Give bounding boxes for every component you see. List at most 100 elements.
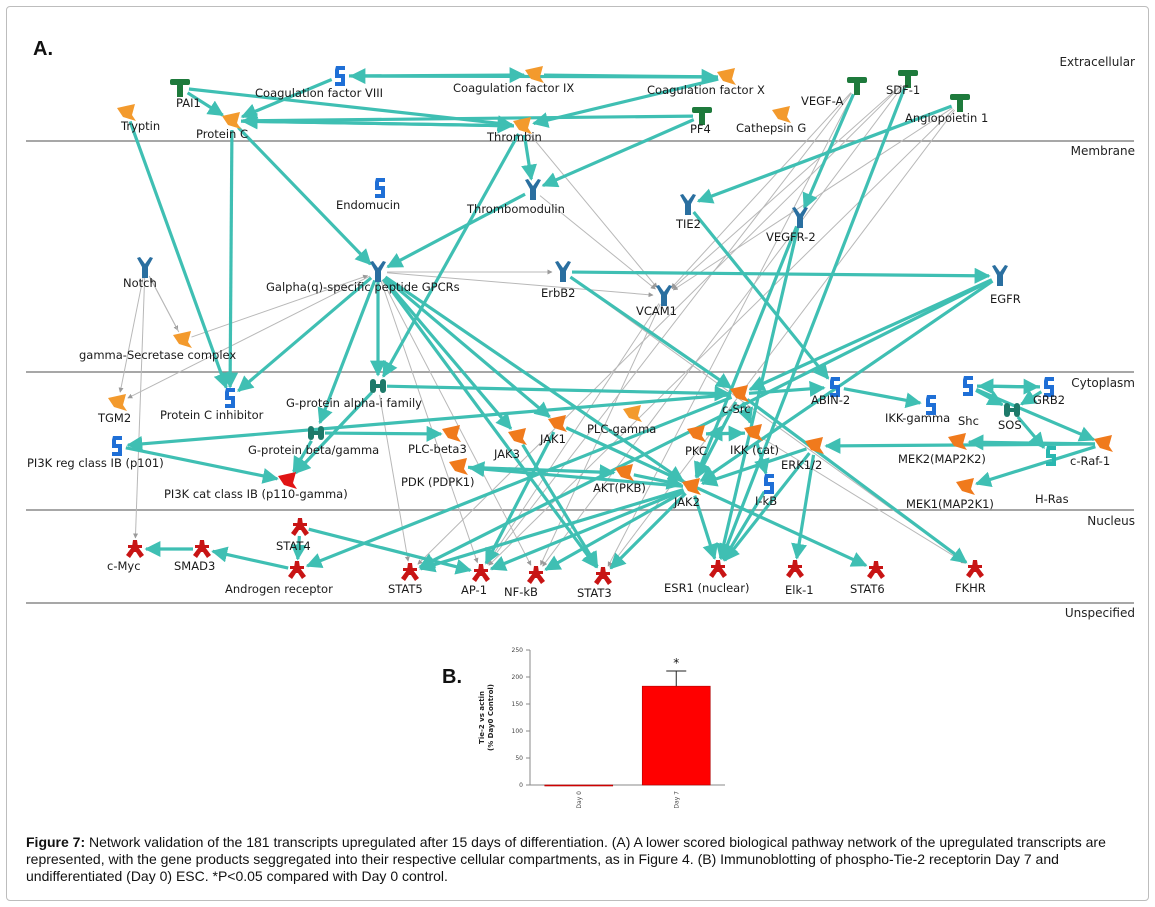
interaction-edge (290, 535, 307, 561)
x-tick-label: Day 0 (576, 791, 583, 809)
interaction-edge (746, 398, 968, 564)
node-label-pdk: PDK (PDPK1) (401, 475, 475, 489)
node-thrombin-icon (513, 117, 532, 134)
interaction-edge (1019, 389, 1043, 406)
node-cf9-icon (525, 66, 544, 83)
node-mek2-icon (948, 433, 967, 450)
node-gpai-icon (370, 379, 386, 393)
node-gpbg-icon (308, 426, 324, 440)
node-tryptin-icon (117, 104, 136, 121)
interaction-edge (468, 461, 684, 488)
interaction-edge (695, 401, 738, 479)
y-tick-label: 0 (519, 782, 523, 789)
interaction-edge (699, 279, 994, 483)
node-label-vcam1: VCAM1 (636, 304, 678, 318)
node-plcg-icon (623, 405, 642, 422)
node-gsec-icon (173, 331, 192, 348)
node-label-notch: Notch (123, 276, 157, 290)
interaction-edge (521, 443, 599, 568)
node-label-grb2: GRB2 (1033, 393, 1066, 407)
y-axis-label: (% Day0 Control) (487, 684, 495, 751)
interaction-edge (237, 126, 372, 266)
node-label-esr1: ESR1 (nuclear) (664, 581, 750, 595)
node-label-akt: AKT(PKB) (593, 481, 646, 495)
node-label-gsec: gamma-Secretase complex (79, 348, 237, 362)
interaction-edge-thin (761, 437, 967, 564)
node-jak3-icon (508, 428, 527, 445)
node-elk1-icon (786, 560, 804, 578)
node-proteinc-icon (222, 112, 241, 129)
interaction-edge (237, 276, 373, 393)
node-pai1-icon (170, 79, 190, 97)
caption-text: Network validation of the 181 transcript… (26, 834, 1106, 884)
y-tick-label: 100 (512, 728, 524, 735)
bar-day-0 (544, 784, 614, 787)
interaction-edge (381, 133, 521, 378)
node-fkhr-icon (966, 560, 984, 578)
node-cf10-icon (717, 68, 736, 85)
node-label-craf1: c-Raf-1 (1070, 454, 1111, 468)
node-label-jak1: JAK1 (540, 432, 566, 446)
interaction-edge-thin (149, 277, 180, 333)
interaction-edge-thin (380, 280, 479, 564)
node-cathg-icon (772, 106, 791, 123)
node-thrombomod-icon (525, 179, 541, 200)
interaction-edge-thin (671, 84, 902, 290)
node-tie2-icon (680, 194, 696, 215)
interaction-edge-thin (191, 274, 369, 338)
interaction-edge (974, 445, 1096, 488)
interaction-edge (419, 488, 684, 573)
interaction-edge (633, 473, 683, 490)
node-label-sdf1: SDF-1 (886, 83, 921, 97)
interaction-edge-thin (607, 93, 854, 567)
interaction-edge-thin (118, 276, 144, 393)
node-sos-icon (1004, 403, 1020, 417)
node-label-gpcr: Galpha(q)-specific peptide GPCRs (266, 280, 460, 294)
node-stat5-icon (401, 563, 419, 581)
node-label-tgm2: TGM2 (98, 411, 132, 425)
node-label-tryptin: Tryptin (121, 119, 161, 133)
y-axis-label: Tie-2 vs actin (478, 691, 486, 744)
interaction-edge-thin (540, 303, 661, 566)
node-cf8-icon (335, 66, 345, 86)
node-notch-icon (137, 257, 153, 278)
bar-day-7 (641, 685, 711, 786)
node-stat3-icon (594, 567, 612, 585)
node-abin2-icon (830, 377, 840, 397)
panel-b-letter: B. (442, 666, 462, 688)
interaction-edge-thin (672, 107, 953, 291)
interaction-edge (719, 86, 907, 561)
node-ar-icon (288, 561, 306, 579)
node-label-mek1: MEK1(MAP2K1) (906, 497, 994, 511)
interaction-edge (384, 275, 685, 483)
interaction-edge-thin (386, 272, 654, 298)
node-label-pi3kreg: PI3K reg class IB (p101) (27, 456, 164, 470)
node-stat4-icon (291, 518, 309, 536)
node-label-stat6: STAT6 (850, 582, 885, 596)
interaction-edge (748, 278, 993, 391)
node-label-hras: H-Ras (1035, 492, 1069, 506)
node-label-thrombin: Thrombin (487, 130, 542, 144)
node-label-jak2: JAK2 (674, 495, 700, 509)
node-label-pkc: PKC (685, 444, 707, 458)
node-label-cmyc: c-Myc (107, 559, 141, 573)
node-ang1-icon (950, 94, 970, 112)
node-pi3kcat-icon (278, 472, 297, 489)
figure-caption: Figure 7: Network validation of the 181 … (26, 834, 1134, 885)
node-label-fkhr: FKHR (955, 581, 986, 595)
node-label-ikkcat: IKK (cat) (730, 443, 779, 457)
node-pcinh-icon (225, 388, 235, 408)
interaction-edge (541, 118, 695, 188)
node-ikb-icon (764, 474, 774, 494)
node-label-pf4: PF4 (690, 122, 711, 136)
node-smad3-icon (193, 540, 211, 558)
node-pdk-icon (449, 458, 468, 475)
interaction-edge (222, 129, 239, 389)
node-label-stat4: STAT4 (276, 539, 311, 553)
interaction-edge (569, 275, 733, 390)
node-label-nfkb: NF-kB (504, 585, 538, 599)
node-pkc-icon (687, 425, 706, 442)
node-label-sos: SOS (998, 418, 1022, 432)
node-label-mek2: MEK2(MAP2K2) (898, 452, 986, 466)
interaction-edge (382, 278, 598, 569)
